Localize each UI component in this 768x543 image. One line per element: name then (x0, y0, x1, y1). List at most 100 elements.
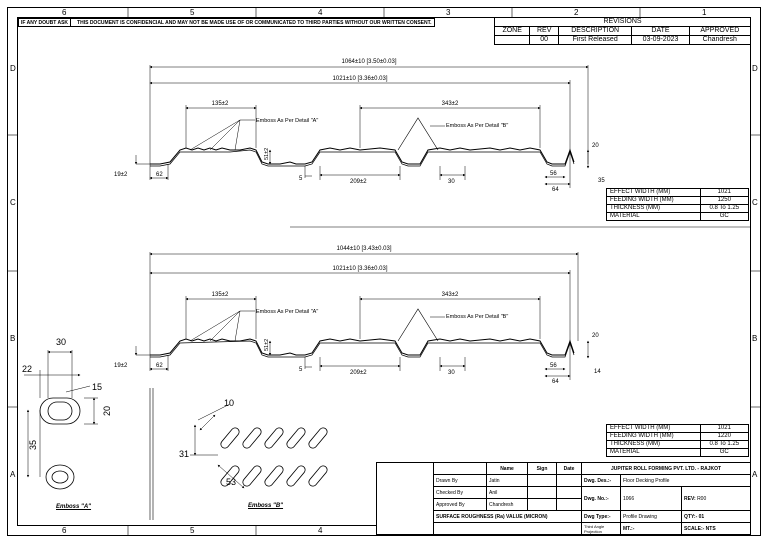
notice-ask: IF ANY DOUBT ASK (21, 19, 69, 26)
profile-top-outline (150, 147, 575, 165)
dim-emboss-a-15: 15 (92, 382, 102, 392)
dim-top-35: 35 (598, 178, 605, 184)
text-spec_bottom-3-0: MATERIAL (606, 448, 701, 457)
zone-row-left: A (10, 470, 16, 479)
zone-col-top: 6 (62, 8, 67, 17)
dim-top-pitch-b: 343±2 (442, 101, 459, 107)
label-bottom-emboss-b: Emboss As Per Detail "B" (446, 314, 508, 320)
text-spec_top-1-1: 1250 (699, 196, 750, 205)
tolerance-notes (376, 462, 434, 535)
dim-top-64: 64 (552, 187, 559, 193)
text-title_block-checked_by: Anil (486, 486, 528, 499)
text-title_block-col_name: Name (486, 462, 528, 475)
company-name: JUPITER ROLL FORMING PVT. LTD. - RAJKOT (581, 462, 751, 475)
dim-emboss-a-30: 30 (56, 337, 66, 347)
text-title_block-approved_by: Chandresh (486, 498, 528, 511)
label-emboss-a: Emboss "A" (56, 504, 92, 510)
dim-bottom-20: 20 (592, 333, 599, 339)
dim-emboss-b-10: 10 (224, 398, 234, 408)
zone-col-bottom: 6 (62, 526, 67, 535)
zone-col-bottom: 5 (190, 526, 195, 535)
dim-top-5: 5 (299, 176, 303, 182)
zone-col-top: 4 (318, 8, 323, 17)
dim-top-30: 30 (448, 179, 455, 185)
text-title_block-dwg_type_label: Dwg Type:- (581, 510, 621, 523)
text-spec_top-2-1: 0.8 To 1.25 (699, 204, 750, 213)
zone-row-left: B (10, 334, 16, 343)
text-title_block-scale_label: SCALE:- (684, 525, 705, 532)
dim-top-62: 62 (156, 172, 163, 178)
text-spec_top-3-1: GC (699, 212, 750, 221)
dim-top-overall: 1064±10 [3.50±0.03] (342, 59, 397, 65)
zone-row-right: A (752, 470, 758, 479)
text-title_block-checked_by_label: Checked By (433, 486, 487, 499)
spec-table-top: EFFECT WIDTH (MM)1021 FEEDING WIDTH (MM)… (606, 188, 750, 221)
text-spec_bottom-2-1: 0.8 To 1.25 (699, 440, 750, 449)
text-title_block-drawn_by: Jatin (486, 474, 528, 487)
zone-row-right: B (752, 334, 758, 343)
text-spec_bottom-1-1: 1220 (699, 432, 750, 441)
profile-bottom-outline (150, 338, 575, 356)
label-emboss-b: Emboss "B" (248, 503, 284, 509)
dim-emboss-a-20: 20 (102, 406, 112, 416)
dim-bottom-pitch-b: 343±2 (442, 292, 459, 298)
dim-bottom-14: 14 (594, 369, 601, 375)
dim-bottom-cover: 1021±10 [3.36±0.03] (333, 266, 388, 272)
profile-bottom (150, 308, 575, 358)
dim-emboss-b-53: 53 (226, 477, 236, 487)
dim-bottom-30: 30 (448, 370, 455, 376)
rev-cell: Chandresh (688, 35, 752, 45)
text-title_block-rev: R00 (697, 495, 707, 502)
zone-row-right: C (752, 198, 758, 207)
zone-row-left: C (10, 198, 16, 207)
label-bottom-emboss-a: Emboss As Per Detail "A" (256, 309, 318, 315)
dim-bottom-19: 19±2 (114, 363, 128, 369)
text-title_block-qty: 01 (698, 513, 705, 520)
zone-col-top: 5 (190, 8, 195, 17)
zone-row-left: D (10, 64, 16, 73)
dim-top-20: 20 (592, 143, 599, 149)
text-title_block-dwg_no: 1066 (620, 486, 682, 511)
emboss-a-detail (24, 350, 98, 490)
notice-confidential: THIS DOCUMENT IS CONFIDENCIAL AND MAY NO… (77, 19, 432, 26)
detail-divider (149, 388, 154, 520)
text-spec_bottom-0-0: EFFECT WIDTH (MM) (606, 424, 701, 433)
text-spec_top-0-1: 1021 (699, 188, 750, 197)
dim-bottom-5: 5 (299, 367, 303, 373)
text-title_block-dwg_desc: Floor Decking Profile (620, 474, 751, 487)
profile-top (150, 117, 575, 167)
label-top-emboss-a: Emboss As Per Detail "A" (256, 118, 318, 124)
dim-bottom-51: 51±2 (264, 339, 270, 351)
text-spec_bottom-0-1: 1021 (699, 424, 750, 433)
text-title_block-drawn_by_label: Drawn By (433, 474, 487, 487)
dim-emboss-a-35: 35 (28, 440, 38, 450)
dim-top-56: 56 (550, 171, 557, 177)
revisions-table: REVISIONS ZONE REV DESCRIPTION DATE APPR… (493, 17, 752, 45)
dim-top-cover: 1021±10 [3.36±0.03] (333, 76, 388, 82)
rev-cell: First Released (557, 35, 633, 45)
projection-label: Third Angle Projection (581, 522, 621, 535)
dim-bottom-56: 56 (550, 363, 557, 369)
spec-table-bottom: EFFECT WIDTH (MM)1021 FEEDING WIDTH (MM)… (606, 424, 750, 457)
dim-top-19: 19±2 (114, 172, 128, 178)
text-title_block-dwg_no_label: Dwg. No.:- (581, 486, 621, 511)
dim-emboss-a-22: 22 (22, 364, 32, 374)
dim-bottom-pitch-a: 135±2 (212, 292, 229, 298)
text-title_block-rev_label: REV: (684, 495, 696, 502)
text-title_block-col_date: Date (556, 462, 582, 475)
text-spec_top-2-0: THICKNESS (MM) (606, 204, 701, 213)
dim-emboss-b-31: 31 (179, 449, 189, 459)
text-title_block-col_sign: Sign (527, 462, 557, 475)
confidentiality-notice: IF ANY DOUBT ASK THIS DOCUMENT IS CONFID… (18, 18, 435, 27)
emboss-b-detail (190, 403, 328, 489)
zone-col-top: 2 (574, 8, 579, 17)
dim-bottom-overall: 1044±10 [3.43±0.03] (337, 246, 392, 252)
zone-row-right: D (752, 64, 758, 73)
label-top-emboss-b: Emboss As Per Detail "B" (446, 123, 508, 129)
dim-bottom-62: 62 (156, 363, 163, 369)
text-spec_top-3-0: MATERIAL (606, 212, 701, 221)
dim-bottom-64: 64 (552, 379, 559, 385)
text-title_block-qty_label: QTY:- (684, 513, 698, 520)
text-title_block-approved_by_label: Approved By (433, 498, 487, 511)
